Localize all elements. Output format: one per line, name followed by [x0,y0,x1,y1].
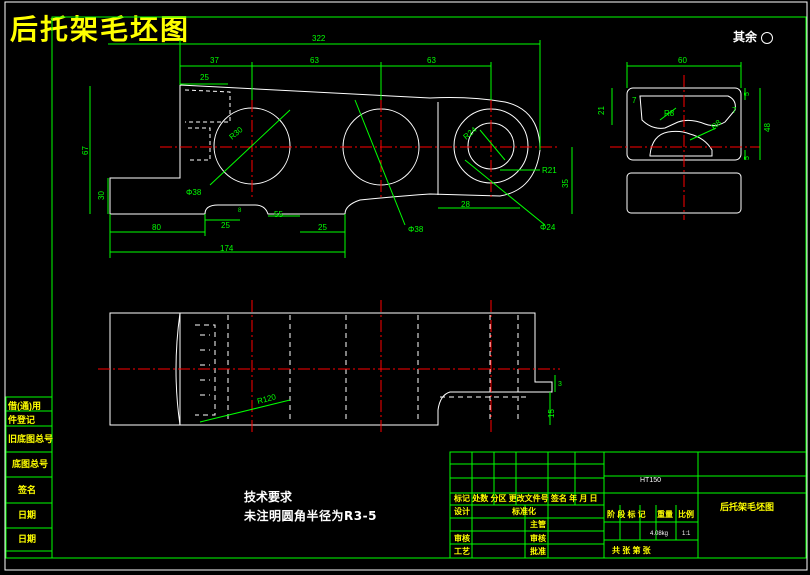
tb-header-row: 标记 处数 分区 更改文件号 签名 年 月 日 [453,493,598,503]
bottom-dimension-lines [199,375,556,425]
dim-small-8: 8 [238,208,242,214]
left-col-7: 日期 [18,533,36,544]
tb-sheets: 共 张 第 张 [612,545,652,555]
dim-bottom-174: 174 [220,244,234,253]
dim-bottom-55: 55 [274,210,283,219]
tech-req-title: 技术要求 [244,490,293,504]
left-col-6: 日期 [18,509,36,520]
dim-section-5a: 5 [744,92,751,96]
tb-weight-value: 4.08kg [650,531,668,537]
dim-section-r8b: R8 [710,118,724,132]
tb-standardize: 标准化 [511,506,536,516]
left-col-2: 件登记 [8,414,35,425]
dim-section-r8a: R8 [664,109,675,118]
tb-approve: 批准 [530,546,546,556]
dim-bottom-25b: 25 [318,223,327,232]
dim-section-60: 60 [678,56,687,65]
tb-audit: 审核 [530,533,546,543]
dim-bottom-3: 3 [558,381,562,388]
outer-frame [4,1,808,571]
roughness-note: 其余 [733,28,774,45]
dim-overall-length: 322 [312,34,326,43]
tech-req-note: 未注明圆角半径为R3-5 [244,509,377,523]
dim-section-7b: 7 [732,106,737,115]
dim-section-48: 48 [763,123,772,132]
front-dimension-lines [89,40,573,258]
left-col-3: 旧底图总号 [8,433,53,444]
front-view [109,84,541,215]
dim-left-30: 30 [97,191,106,200]
dim-phi24: Φ24 [540,223,556,232]
left-col-5: 签名 [17,484,36,495]
dim-bottom-25a: 25 [221,221,230,230]
title-block [449,451,807,559]
dim-phi38b: Φ38 [408,225,424,234]
dim-phi38: Φ38 [186,188,202,197]
technical-requirements: 技术要求 未注明圆角半径为R3-5 [244,488,377,526]
dim-top-37: 37 [210,56,219,65]
section-dimension-lines [611,62,761,160]
tb-design: 设计 [454,506,470,516]
left-info-column [5,396,53,559]
tb-check: 审核 [454,533,470,543]
dim-bottom-15: 15 [547,409,556,418]
tb-review: 主管 [530,519,546,529]
roughness-text: 其余 [733,30,758,44]
dim-section-7a: 7 [632,96,637,105]
tb-stage: 阶 段 标 记 [607,509,646,519]
left-col-4: 底图总号 [12,458,48,469]
section-center-lines [610,75,760,220]
section-view [626,87,742,214]
inner-frame [51,16,807,559]
tb-material: HT150 [640,477,661,484]
front-center-lines [160,100,560,198]
dim-r24: R24 [462,125,479,142]
tb-scale-value: 1:1 [682,531,691,537]
dim-bottom-80: 80 [152,223,161,232]
roughness-icon [761,31,774,44]
tb-process: 工艺 [454,546,470,556]
tb-weight: 重量 [657,509,673,519]
dim-top-63a: 63 [310,56,319,65]
dim-section-21: 21 [597,106,606,115]
dim-right-35: 35 [561,179,570,188]
dim-top-63b: 63 [427,56,436,65]
dim-section-5b: 5 [744,156,751,160]
bottom-view [109,312,553,426]
left-col-1: 借(通)用 [7,400,41,411]
dim-left-67: 67 [81,146,90,155]
bottom-center-lines [98,300,560,435]
dim-r30: R30 [228,125,245,142]
tb-part-name: 后托架毛坯图 [720,501,774,512]
drawing-title: 后托架毛坯图 [10,13,191,46]
dim-right-28: 28 [461,200,470,209]
dim-r21: R21 [542,166,557,175]
dim-top-25: 25 [200,73,209,82]
tb-scale: 比例 [678,509,694,519]
